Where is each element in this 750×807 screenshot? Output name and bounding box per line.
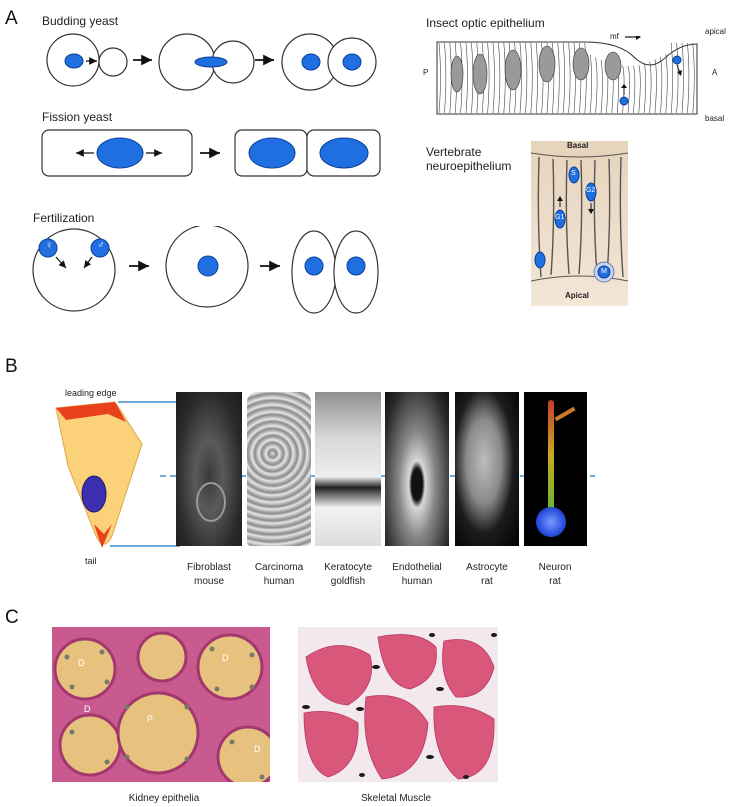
skeletal-muscle-micrograph <box>298 627 498 782</box>
early-nucleus <box>534 251 546 269</box>
nucleus-2 <box>194 56 228 68</box>
m-nucleus <box>597 265 611 279</box>
leading-edge-label: leading edge <box>65 388 117 398</box>
insect-p-label: P <box>423 68 429 77</box>
tail-region <box>94 524 112 548</box>
insect-optic-title: Insect optic epithelium <box>426 16 545 30</box>
panel-letter-c: C <box>5 607 19 628</box>
male-symbol: ♂ <box>97 240 105 251</box>
kidney-d-label-1: D <box>78 658 85 668</box>
zygote-nucleus <box>197 255 219 277</box>
astrocyte-micrograph <box>455 392 519 546</box>
vert-basal-label: Basal <box>567 141 589 150</box>
daughter-nucleus-left <box>248 137 296 169</box>
insect-epithelium-diagram <box>436 36 698 115</box>
nucleus-1 <box>64 53 84 69</box>
kidney-d-label-4: D <box>254 744 261 754</box>
female-pronucleus <box>38 238 58 258</box>
kidney-epithelia-micrograph <box>52 627 270 782</box>
muscle-caption: Skeletal Muscle <box>360 793 432 804</box>
neuron-micrograph <box>524 392 587 546</box>
vertebrate-title-line-1: Vertebrate <box>426 145 482 159</box>
vert-s-label: S <box>571 170 576 177</box>
insect-basal-label: basal <box>705 114 725 123</box>
kidney-p-label: P <box>147 714 154 724</box>
carcinoma-micrograph <box>247 392 311 546</box>
vertebrate-title-line-2: neuroepithelium <box>426 159 512 173</box>
leading-edge-region <box>56 402 126 422</box>
budding-yeast-diagram <box>46 33 377 91</box>
vert-g2-label: G2 <box>586 187 596 194</box>
budding-yeast-title: Budding yeast <box>42 14 119 28</box>
blastomere-nucleus-right <box>346 256 366 276</box>
fission-yeast-diagram <box>41 129 381 177</box>
insect-a-label: A <box>712 68 718 77</box>
fertilization-diagram <box>32 226 379 314</box>
kidney-d-label-2: D <box>222 653 229 663</box>
g2-nucleus <box>585 182 597 202</box>
panel-letter-a: A <box>5 8 18 29</box>
blastomere-nucleus-left <box>304 256 324 276</box>
insect-apical-label: apical <box>705 27 726 36</box>
insect-mf-label: mf <box>610 32 619 41</box>
s-nucleus <box>568 166 580 184</box>
nucleus-3 <box>301 53 321 71</box>
migrating-cell-nucleus <box>81 475 107 513</box>
daughter-nucleus-right <box>319 137 369 169</box>
kidney-d-label-3: D <box>84 704 91 714</box>
vert-apical-label: Apical <box>565 291 590 300</box>
tail-label: tail <box>85 556 97 566</box>
nucleus-4 <box>342 53 362 71</box>
vert-g1-label: G1 <box>555 214 565 221</box>
insect-nucleus-basal <box>619 96 629 106</box>
g1-nucleus <box>554 209 566 229</box>
fission-nucleus <box>96 137 144 169</box>
endothelial-micrograph <box>385 392 449 546</box>
vert-m-label: M <box>601 268 607 275</box>
kidney-caption: Kidney epithelia <box>128 793 200 804</box>
panel-letter-b: B <box>5 356 18 377</box>
fibroblast-micrograph <box>176 392 242 546</box>
male-pronucleus <box>90 238 110 258</box>
vertebrate-neuroepithelium-diagram <box>531 141 628 306</box>
insect-nucleus-apical <box>672 55 682 65</box>
bud-cell-1 <box>98 47 128 77</box>
keratocyte-micrograph <box>315 392 381 546</box>
female-symbol: ♀ <box>45 240 53 251</box>
migrating-cell-body <box>55 401 143 545</box>
fission-yeast-title: Fission yeast <box>42 110 113 124</box>
fertilization-title: Fertilization <box>33 211 95 225</box>
